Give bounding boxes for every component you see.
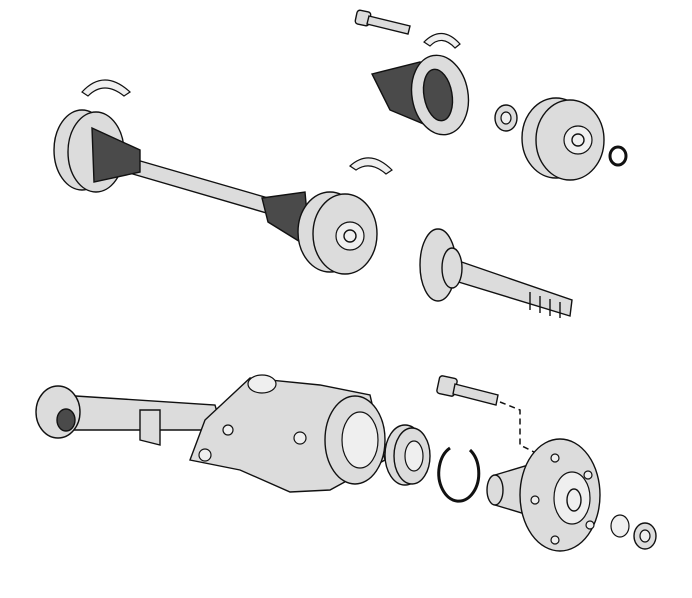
- retaining-clip-middle: [349, 157, 393, 175]
- cv-boot-flange: [370, 54, 470, 136]
- wheel-hub: [486, 438, 601, 552]
- assembly-guide-line: [499, 401, 541, 456]
- retaining-clip-top: [423, 32, 461, 49]
- stub-axle: [419, 228, 573, 318]
- cv-joint-upper-right: [521, 97, 605, 181]
- washer: [610, 514, 630, 538]
- circlip: [437, 446, 481, 503]
- trailing-arm-housing: [35, 374, 386, 493]
- retaining-clip-left: [81, 79, 131, 97]
- bolt-top: [354, 9, 411, 35]
- wheel-bearing: [384, 424, 431, 486]
- bolt-lower: [436, 375, 499, 406]
- nut-small: [494, 104, 518, 132]
- lock-ring: [608, 145, 628, 167]
- hub-nut: [633, 522, 657, 550]
- drive-shaft-assembly: [53, 109, 378, 275]
